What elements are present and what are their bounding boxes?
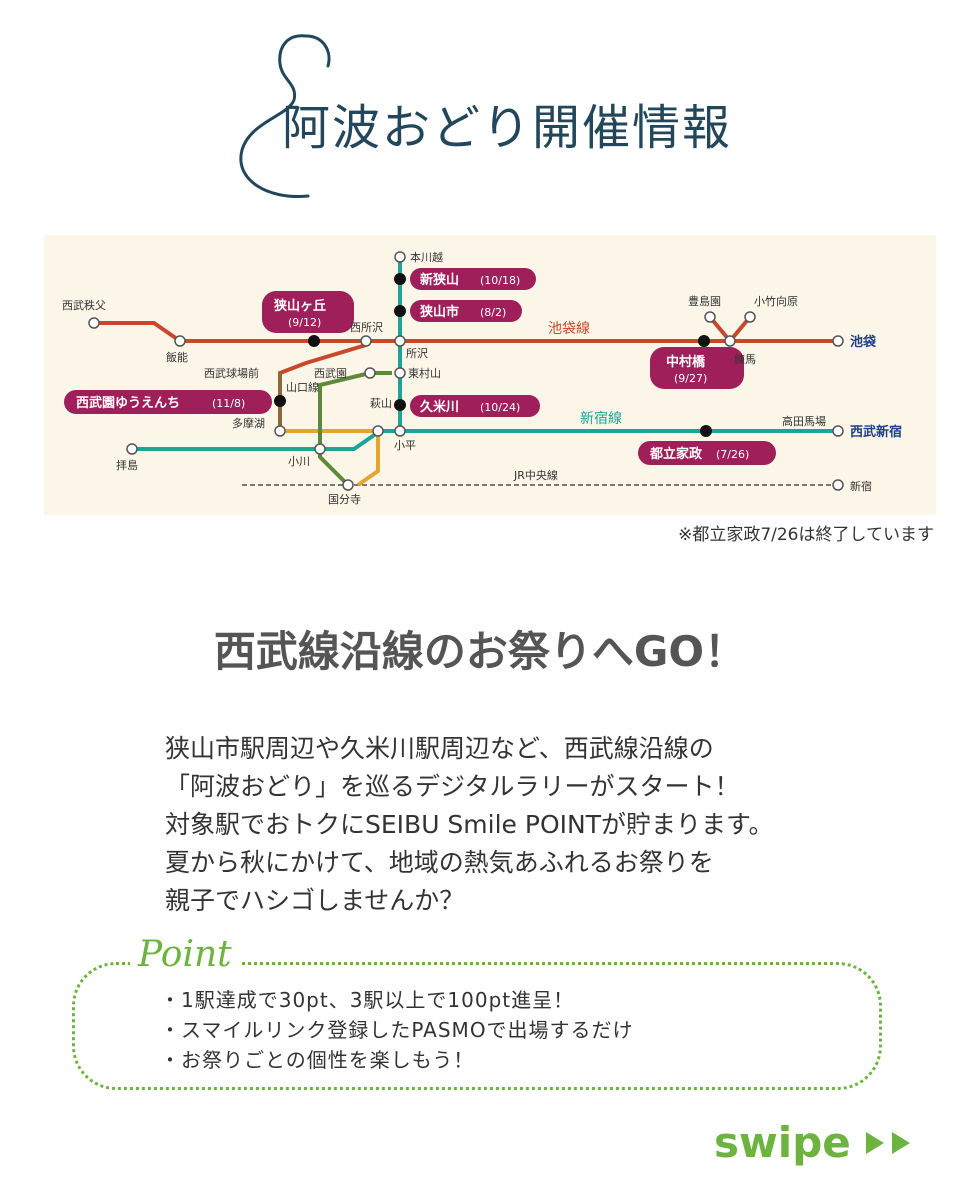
- shinjuku-line: [132, 429, 838, 451]
- event-label-sayamagaoka: 狭山ヶ丘 (9/12): [262, 291, 354, 333]
- event-label-nakamurabashi: 中村橋 (9/27): [650, 347, 744, 389]
- line-label-ikebukuro: 池袋線: [548, 321, 590, 337]
- event-date: (9/12): [288, 316, 321, 329]
- event-label-sayamashi: 狭山市 (8/2): [410, 300, 522, 322]
- body-line: 「阿波おどり」を巡るデジタルラリーがスタート！: [165, 772, 740, 801]
- station-higashimurayama: 東村山: [408, 366, 441, 380]
- section-heading: 西武線沿線のお祭りへGO！: [213, 627, 747, 676]
- event-date: (7/26): [716, 448, 749, 461]
- event-name: 狭山市: [419, 304, 459, 320]
- body-line: 対象駅でおトクにSEIBU Smile POINTが貯まります。: [165, 810, 774, 839]
- terminal-ikebukuro: 池袋: [850, 334, 877, 350]
- line-label-yamaguchi: 山口線: [286, 380, 319, 394]
- station-chichibu: 西武秩父: [62, 299, 106, 312]
- station-kokubunji: 国分寺: [328, 493, 361, 506]
- station-kodaira: 小平: [394, 439, 416, 452]
- point-label: Point: [130, 934, 240, 975]
- line-label-chuo: JR中央線: [513, 468, 558, 482]
- event-label-kumegawa: 久米川 (10/24): [410, 395, 540, 417]
- point-item: ・お祭りごとの個性を楽しもう！: [160, 1048, 475, 1072]
- point-box: [72, 962, 882, 1090]
- route-map-svg: 新狭山 (10/18) 狭山市 (8/2) 狭山ヶ丘 (9/12) 中村橋 (9…: [62, 250, 902, 506]
- swipe-label[interactable]: swipe: [714, 1118, 851, 1167]
- body-line: 狭山市駅周辺や久米川駅周辺など、西武線沿線の: [165, 734, 714, 763]
- station-haijima: 拝島: [116, 458, 138, 472]
- station-markers: [88, 251, 844, 491]
- event-name: 久米川: [420, 399, 459, 415]
- page-title: 阿波おどり開催情報: [282, 100, 733, 156]
- station-toshimaen: 豊島園: [688, 294, 721, 308]
- point-item: ・スマイルリンク登録したPASMOで出場するだけ: [160, 1018, 634, 1042]
- station-hagiyama: 萩山: [370, 397, 392, 410]
- terminal-seibu-shinjuku: 西武新宿: [850, 424, 902, 440]
- event-name: 狭山ヶ丘: [273, 298, 326, 314]
- body-line: 夏から秋にかけて、地域の熱気あふれるお祭りを: [165, 848, 714, 877]
- station-tokorozawa: 所沢: [406, 346, 428, 360]
- swipe-arrows-icon[interactable]: [862, 1128, 918, 1158]
- station-ogawa: 小川: [288, 455, 310, 468]
- station-tamako: 多摩湖: [232, 416, 265, 430]
- station-hanno: 飯能: [166, 350, 188, 364]
- station-nishitokorozawa: 西所沢: [350, 320, 383, 334]
- body-text: 狭山市駅周辺や久米川駅周辺など、西武線沿線の 「阿波おどり」を巡るデジタルラリー…: [165, 730, 773, 920]
- event-name: 中村橋: [666, 354, 706, 370]
- station-takadanobaba: 高田馬場: [782, 414, 826, 428]
- event-name: 都立家政: [649, 446, 703, 462]
- station-kotakemukaihara: 小竹向原: [754, 294, 798, 308]
- point-item: ・1駅達成で30pt、3駅以上で100pt進呈！: [160, 988, 575, 1012]
- station-seibuen: 西武園: [314, 367, 347, 380]
- event-date: (8/2): [480, 306, 506, 319]
- station-hon-kawagoe: 本川越: [410, 250, 443, 264]
- gourd-logo: [239, 34, 331, 199]
- station-nerima: 練馬: [734, 352, 756, 366]
- event-label-seibuen-yuenchi: 西武園ゆうえんち (11/8): [64, 390, 272, 414]
- map-note: ※都立家政7/26は終了しています: [678, 525, 934, 545]
- event-date: (10/18): [480, 274, 520, 287]
- body-line: 親子でハシゴしませんか？: [165, 886, 465, 915]
- event-name: 新狭山: [420, 272, 459, 288]
- event-date: (11/8): [212, 397, 245, 410]
- route-map: 新狭山 (10/18) 狭山市 (8/2) 狭山ヶ丘 (9/12) 中村橋 (9…: [44, 235, 936, 515]
- line-label-shinjuku: 新宿線: [580, 410, 622, 427]
- tamako-line: [280, 429, 380, 487]
- event-name: 西武園ゆうえんち: [76, 395, 180, 411]
- kokubunji-line: [318, 371, 371, 487]
- event-label-toritsukasei: 都立家政 (7/26): [638, 441, 776, 465]
- terminal-shinjuku: 新宿: [850, 479, 872, 493]
- station-seibu-kyujomae: 西武球場前: [204, 366, 259, 380]
- point-list: ・1駅達成で30pt、3駅以上で100pt進呈！ ・スマイルリンク登録したPAS…: [160, 985, 634, 1075]
- event-station-markers: [274, 273, 712, 437]
- ikebukuro-line: [94, 321, 838, 343]
- event-date: (9/27): [674, 372, 707, 385]
- event-date: (10/24): [480, 401, 520, 414]
- event-label-shinsayama: 新狭山 (10/18): [410, 268, 536, 290]
